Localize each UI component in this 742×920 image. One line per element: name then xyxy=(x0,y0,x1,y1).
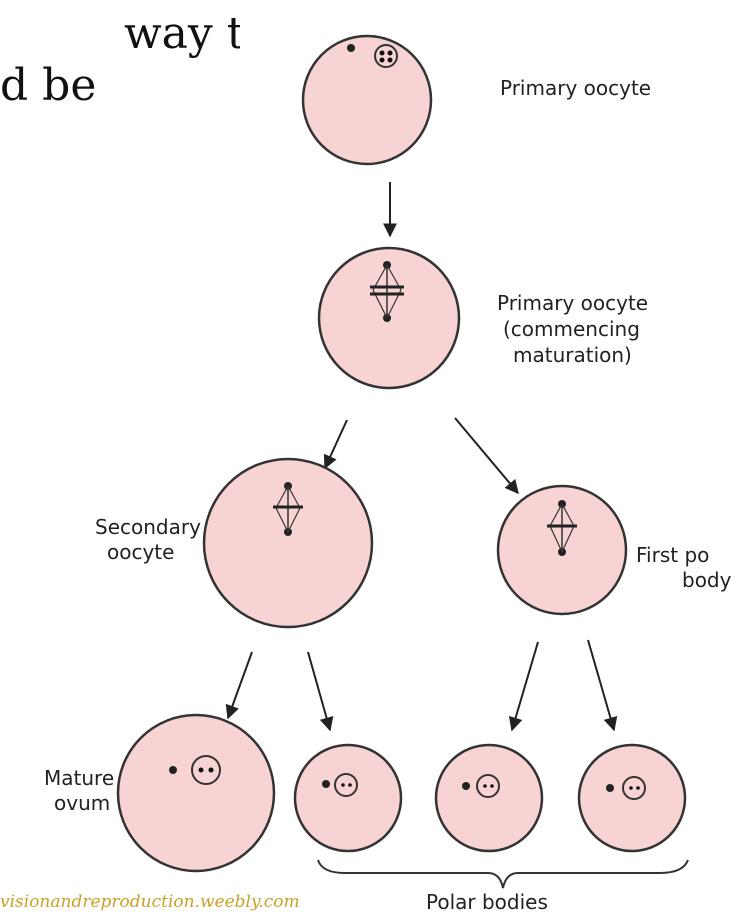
label-mature-line-2: ovum xyxy=(54,791,110,816)
label-first-polar-line-1: First po xyxy=(636,543,709,568)
arrow-to-polar-body-3 xyxy=(588,640,614,730)
label-secondary-line-2: oocyte xyxy=(107,540,174,565)
source-credit: visionandreproduction.weebly.com xyxy=(0,892,300,912)
label-commencing-line-3: maturation) xyxy=(513,343,632,368)
first-polar-body-cell xyxy=(498,486,626,614)
polar-bodies-brace xyxy=(318,860,688,888)
label-mature-line-1: Mature xyxy=(44,766,114,791)
commencing-oocyte-cell xyxy=(319,248,459,388)
arrow-to-first-polar xyxy=(455,418,518,493)
mature-ovum-cell xyxy=(118,715,274,871)
secondary-oocyte-cell xyxy=(204,459,372,627)
label-first-polar-line-2: body xyxy=(682,568,731,593)
label-commencing-line-1: Primary oocyte xyxy=(497,291,648,316)
arrow-to-polar-body-2 xyxy=(512,642,538,730)
arrow-to-mature-ovum xyxy=(228,652,252,718)
label-commencing-line-2: (commencing xyxy=(503,317,640,342)
polar-body-1-cell xyxy=(295,745,401,851)
polar-body-2-cell xyxy=(436,745,542,851)
polar-body-3-cell xyxy=(579,745,685,851)
arrow-to-secondary xyxy=(325,420,347,468)
primary-oocyte-cell xyxy=(303,36,431,164)
label-primary-oocyte: Primary oocyte xyxy=(500,76,651,101)
label-polar-bodies: Polar bodies xyxy=(426,890,548,915)
arrow-to-polar-body-1 xyxy=(308,652,330,730)
label-secondary-line-1: Secondary xyxy=(95,515,201,540)
